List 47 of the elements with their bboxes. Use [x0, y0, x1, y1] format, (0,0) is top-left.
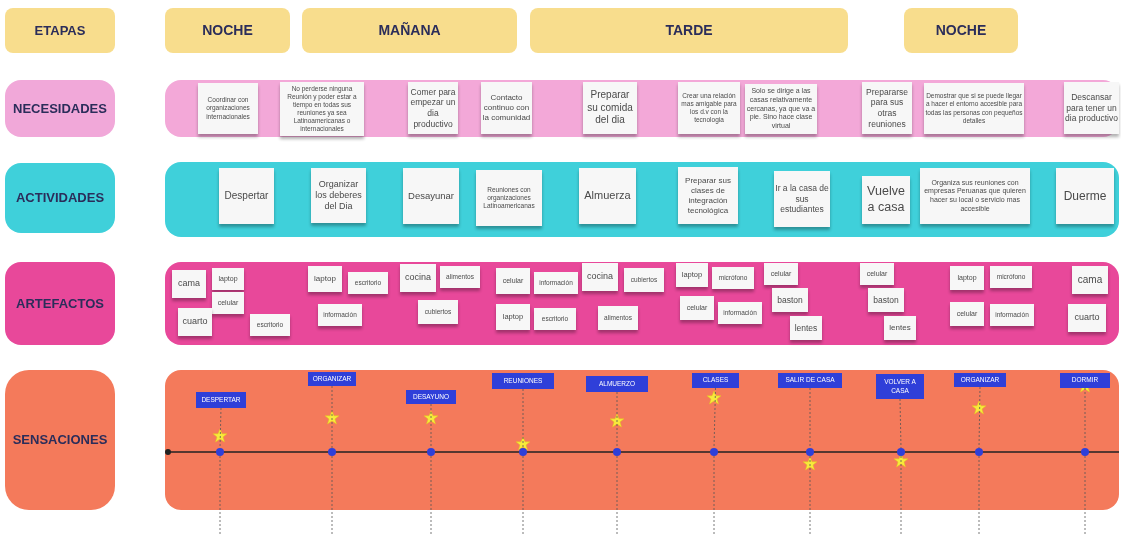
sticky-note: laptop [308, 266, 342, 292]
sticky-note: Prepararse para sus otras reuniones [862, 82, 912, 134]
row-header: ETAPAS [5, 8, 115, 53]
swimlane-band [165, 370, 1119, 510]
sticky-note: cuarto [1068, 304, 1106, 332]
sticky-note: lentes [884, 316, 916, 340]
sticky-note: cama [172, 270, 206, 298]
row-header: ACTIVIDADES [5, 163, 115, 233]
row-header: SENSACIONES [5, 370, 115, 510]
sticky-note: Preparar su comida del dia [583, 82, 637, 134]
stage-label: MAÑANA [302, 8, 517, 53]
sticky-note: Vuelve a casa [862, 176, 910, 224]
swimlane-band [165, 162, 1119, 237]
sticky-note: Descansar para tener un dia productivo [1064, 82, 1119, 134]
sticky-note: Almuerza [579, 168, 636, 224]
dashed-connector [713, 387, 716, 449]
sticky-note: Preparar sus clases de integración tecnológica [678, 167, 738, 224]
dashed-connector [978, 386, 981, 449]
dashed-connector [331, 385, 333, 449]
dashed-connector [430, 403, 432, 449]
sticky-note: Duerme [1056, 168, 1114, 224]
sticky-note: cocina [582, 263, 618, 291]
row-header: ARTEFACTOS [5, 262, 115, 345]
stage-label: NOCHE [165, 8, 290, 53]
sticky-note: cama [1072, 266, 1108, 294]
sticky-note: Contacto continuo con la comunidad [481, 82, 532, 134]
stage-label: NOCHE [904, 8, 1018, 53]
sticky-note: cocina [400, 264, 436, 292]
sticky-note: lentes [790, 316, 822, 340]
dashed-connector [1084, 387, 1086, 449]
sticky-note: Organizar los deberes del Dia [311, 168, 366, 223]
dashed-connector [522, 388, 524, 449]
sticky-note: baston [772, 288, 808, 312]
dashed-connector [809, 387, 811, 449]
row-header: NECESIDADES [5, 80, 115, 137]
dashed-connector [899, 398, 902, 449]
dashed-connector [219, 407, 222, 449]
dashed-connector [616, 391, 618, 449]
stage-label: TARDE [530, 8, 848, 53]
sticky-note: Comer para empezar un dia productivo [408, 82, 458, 134]
swimlane-band [165, 80, 1119, 137]
sticky-note: cuarto [178, 308, 212, 336]
sticky-note: baston [868, 288, 904, 312]
sticky-note: Desayunar [403, 168, 459, 224]
sticky-note: Despertar [219, 168, 274, 224]
sticky-note: Ir a la casa de sus estudiantes [774, 171, 830, 227]
swimlane-band [165, 262, 1119, 345]
